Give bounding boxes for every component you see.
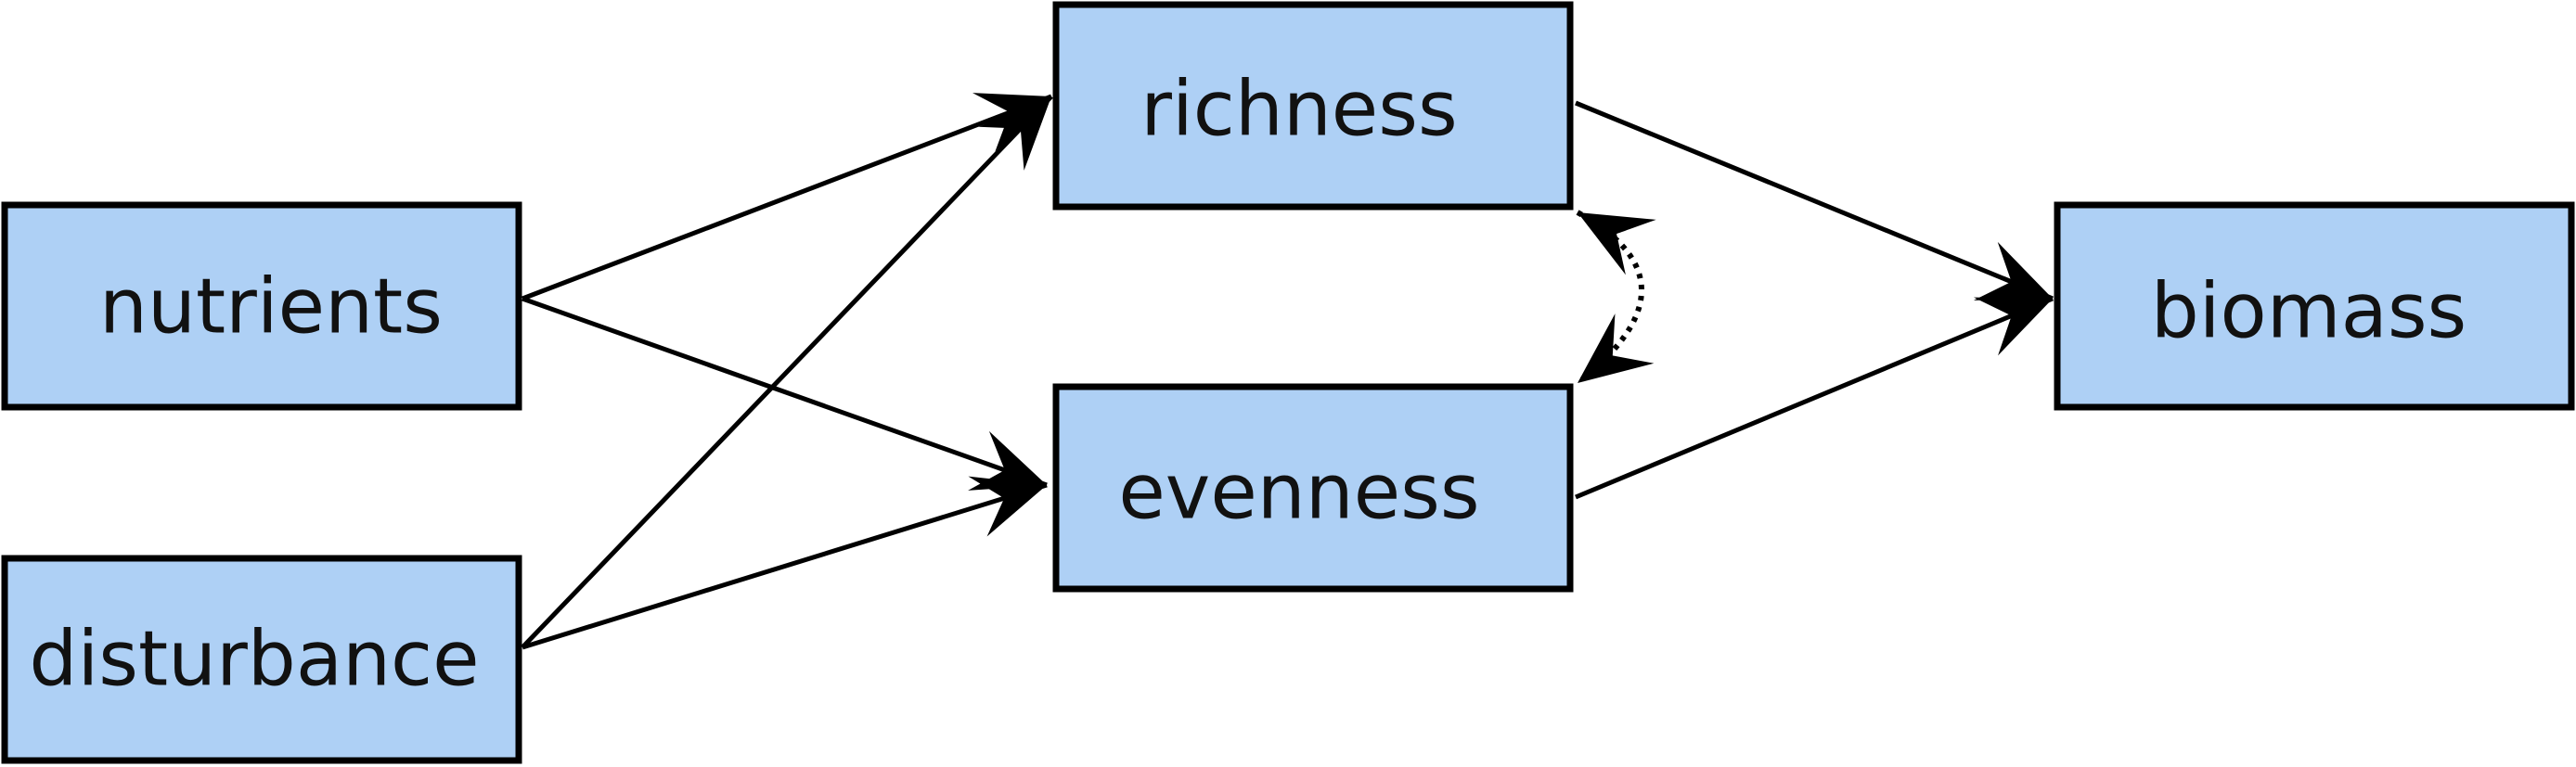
node-disturbance-label: disturbance — [29, 616, 479, 704]
arrowhead-evenness-to-biomass — [1973, 297, 2053, 356]
edges-layer — [521, 93, 2054, 650]
arrowhead-evenness — [1578, 313, 1655, 383]
arrowhead-disturbance-to-evenness — [968, 476, 1047, 537]
arrowhead-richness — [1578, 212, 1656, 275]
node-biomass[interactable]: biomass — [2054, 201, 2575, 411]
node-richness[interactable]: richness — [1052, 1, 1574, 211]
node-richness-label: richness — [1140, 66, 1457, 154]
edge-disturbance-to-richness — [521, 95, 1053, 649]
node-richness-box — [1052, 1, 1574, 211]
edge-nutrients-to-richness — [522, 94, 1052, 301]
edge-evenness-to-biomass — [1575, 296, 2054, 500]
arrowhead-nutrients-to-evenness — [968, 430, 1047, 491]
node-nutrients-box — [1, 201, 522, 411]
node-biomass-box — [2054, 201, 2575, 411]
node-disturbance-box — [1, 555, 522, 764]
node-disturbance[interactable]: disturbance — [1, 555, 522, 764]
node-evenness-label: evenness — [1118, 449, 1479, 537]
node-evenness-box — [1052, 383, 1574, 593]
arrowhead-disturbance-to-richness — [978, 96, 1051, 171]
edge-disturbance-to-evenness — [522, 482, 1048, 650]
arrowhead-richness-to-biomass — [1973, 241, 2053, 300]
node-evenness[interactable]: evenness — [1052, 383, 1574, 593]
node-nutrients[interactable]: nutrients — [1, 201, 522, 411]
edge-nutrients-to-evenness — [522, 296, 1048, 488]
edge-richness-to-biomass — [1575, 100, 2054, 301]
node-nutrients-label: nutrients — [99, 263, 443, 352]
node-biomass-label: biomass — [2151, 268, 2467, 356]
